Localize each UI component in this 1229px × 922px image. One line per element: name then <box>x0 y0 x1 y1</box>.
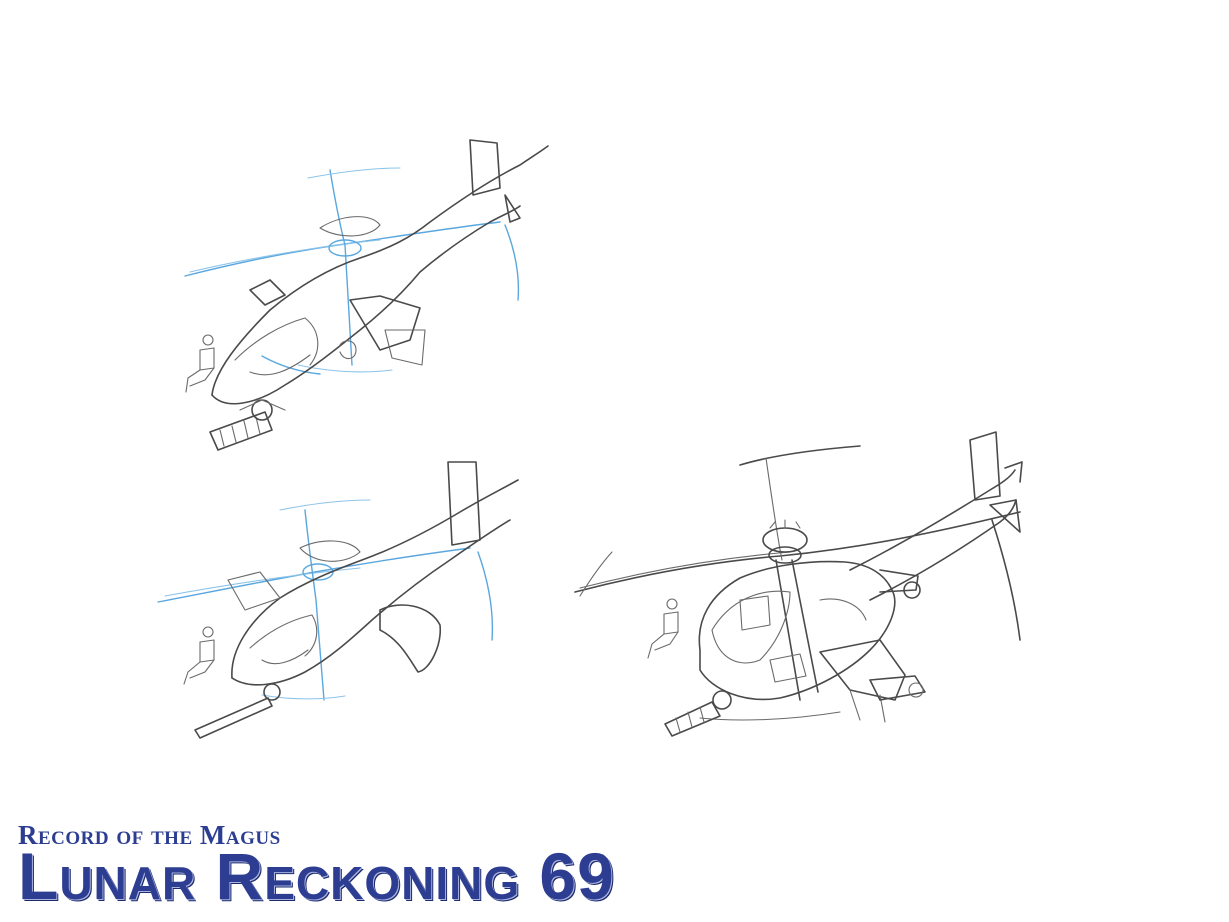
rotor-guide-1 <box>184 167 520 375</box>
helicopter-sketch-1 <box>184 139 549 451</box>
rotor-hub-3 <box>762 519 819 701</box>
pilot-figure-3 <box>647 598 679 659</box>
helicopter-body-2 <box>227 461 519 686</box>
title-block: Record of the Magus Lunar Reckoning 69 <box>18 820 638 915</box>
chin-gun-3 <box>664 690 732 737</box>
helicopter-body-3 <box>698 431 1023 701</box>
weapon-pylon-3 <box>769 639 926 723</box>
main-rotor-3 <box>574 445 1021 721</box>
rotor-guide-2 <box>157 499 494 701</box>
chin-gun-2 <box>194 683 281 739</box>
helicopter-sketch-2 <box>157 461 519 739</box>
subtitle: Record of the Magus <box>18 820 281 850</box>
helicopter-body-1 <box>211 139 549 405</box>
pilot-figure-1 <box>185 334 215 393</box>
pilot-figure-2 <box>183 626 215 685</box>
helicopter-sketch-3 <box>574 431 1023 737</box>
chin-gun-1 <box>209 399 286 451</box>
main-title: Lunar Reckoning 69 <box>18 839 615 913</box>
